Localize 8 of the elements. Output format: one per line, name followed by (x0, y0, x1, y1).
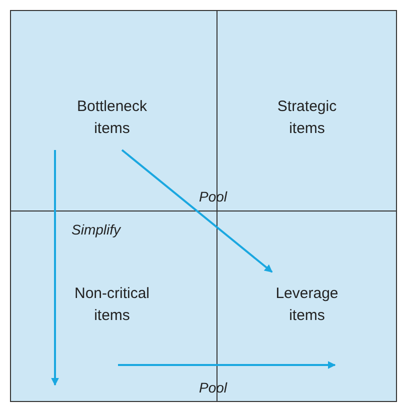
arrow (121, 149, 273, 273)
quadrant-label: Non-critical items (73, 284, 150, 326)
arrow (51, 150, 59, 386)
arrow (118, 361, 336, 369)
quadrant-label: Strategic items (276, 97, 338, 139)
edge-label: Simplify (72, 220, 120, 240)
quadrant-label: Leverage items (274, 284, 340, 326)
quadrant-label: Bottleneck items (76, 97, 148, 139)
